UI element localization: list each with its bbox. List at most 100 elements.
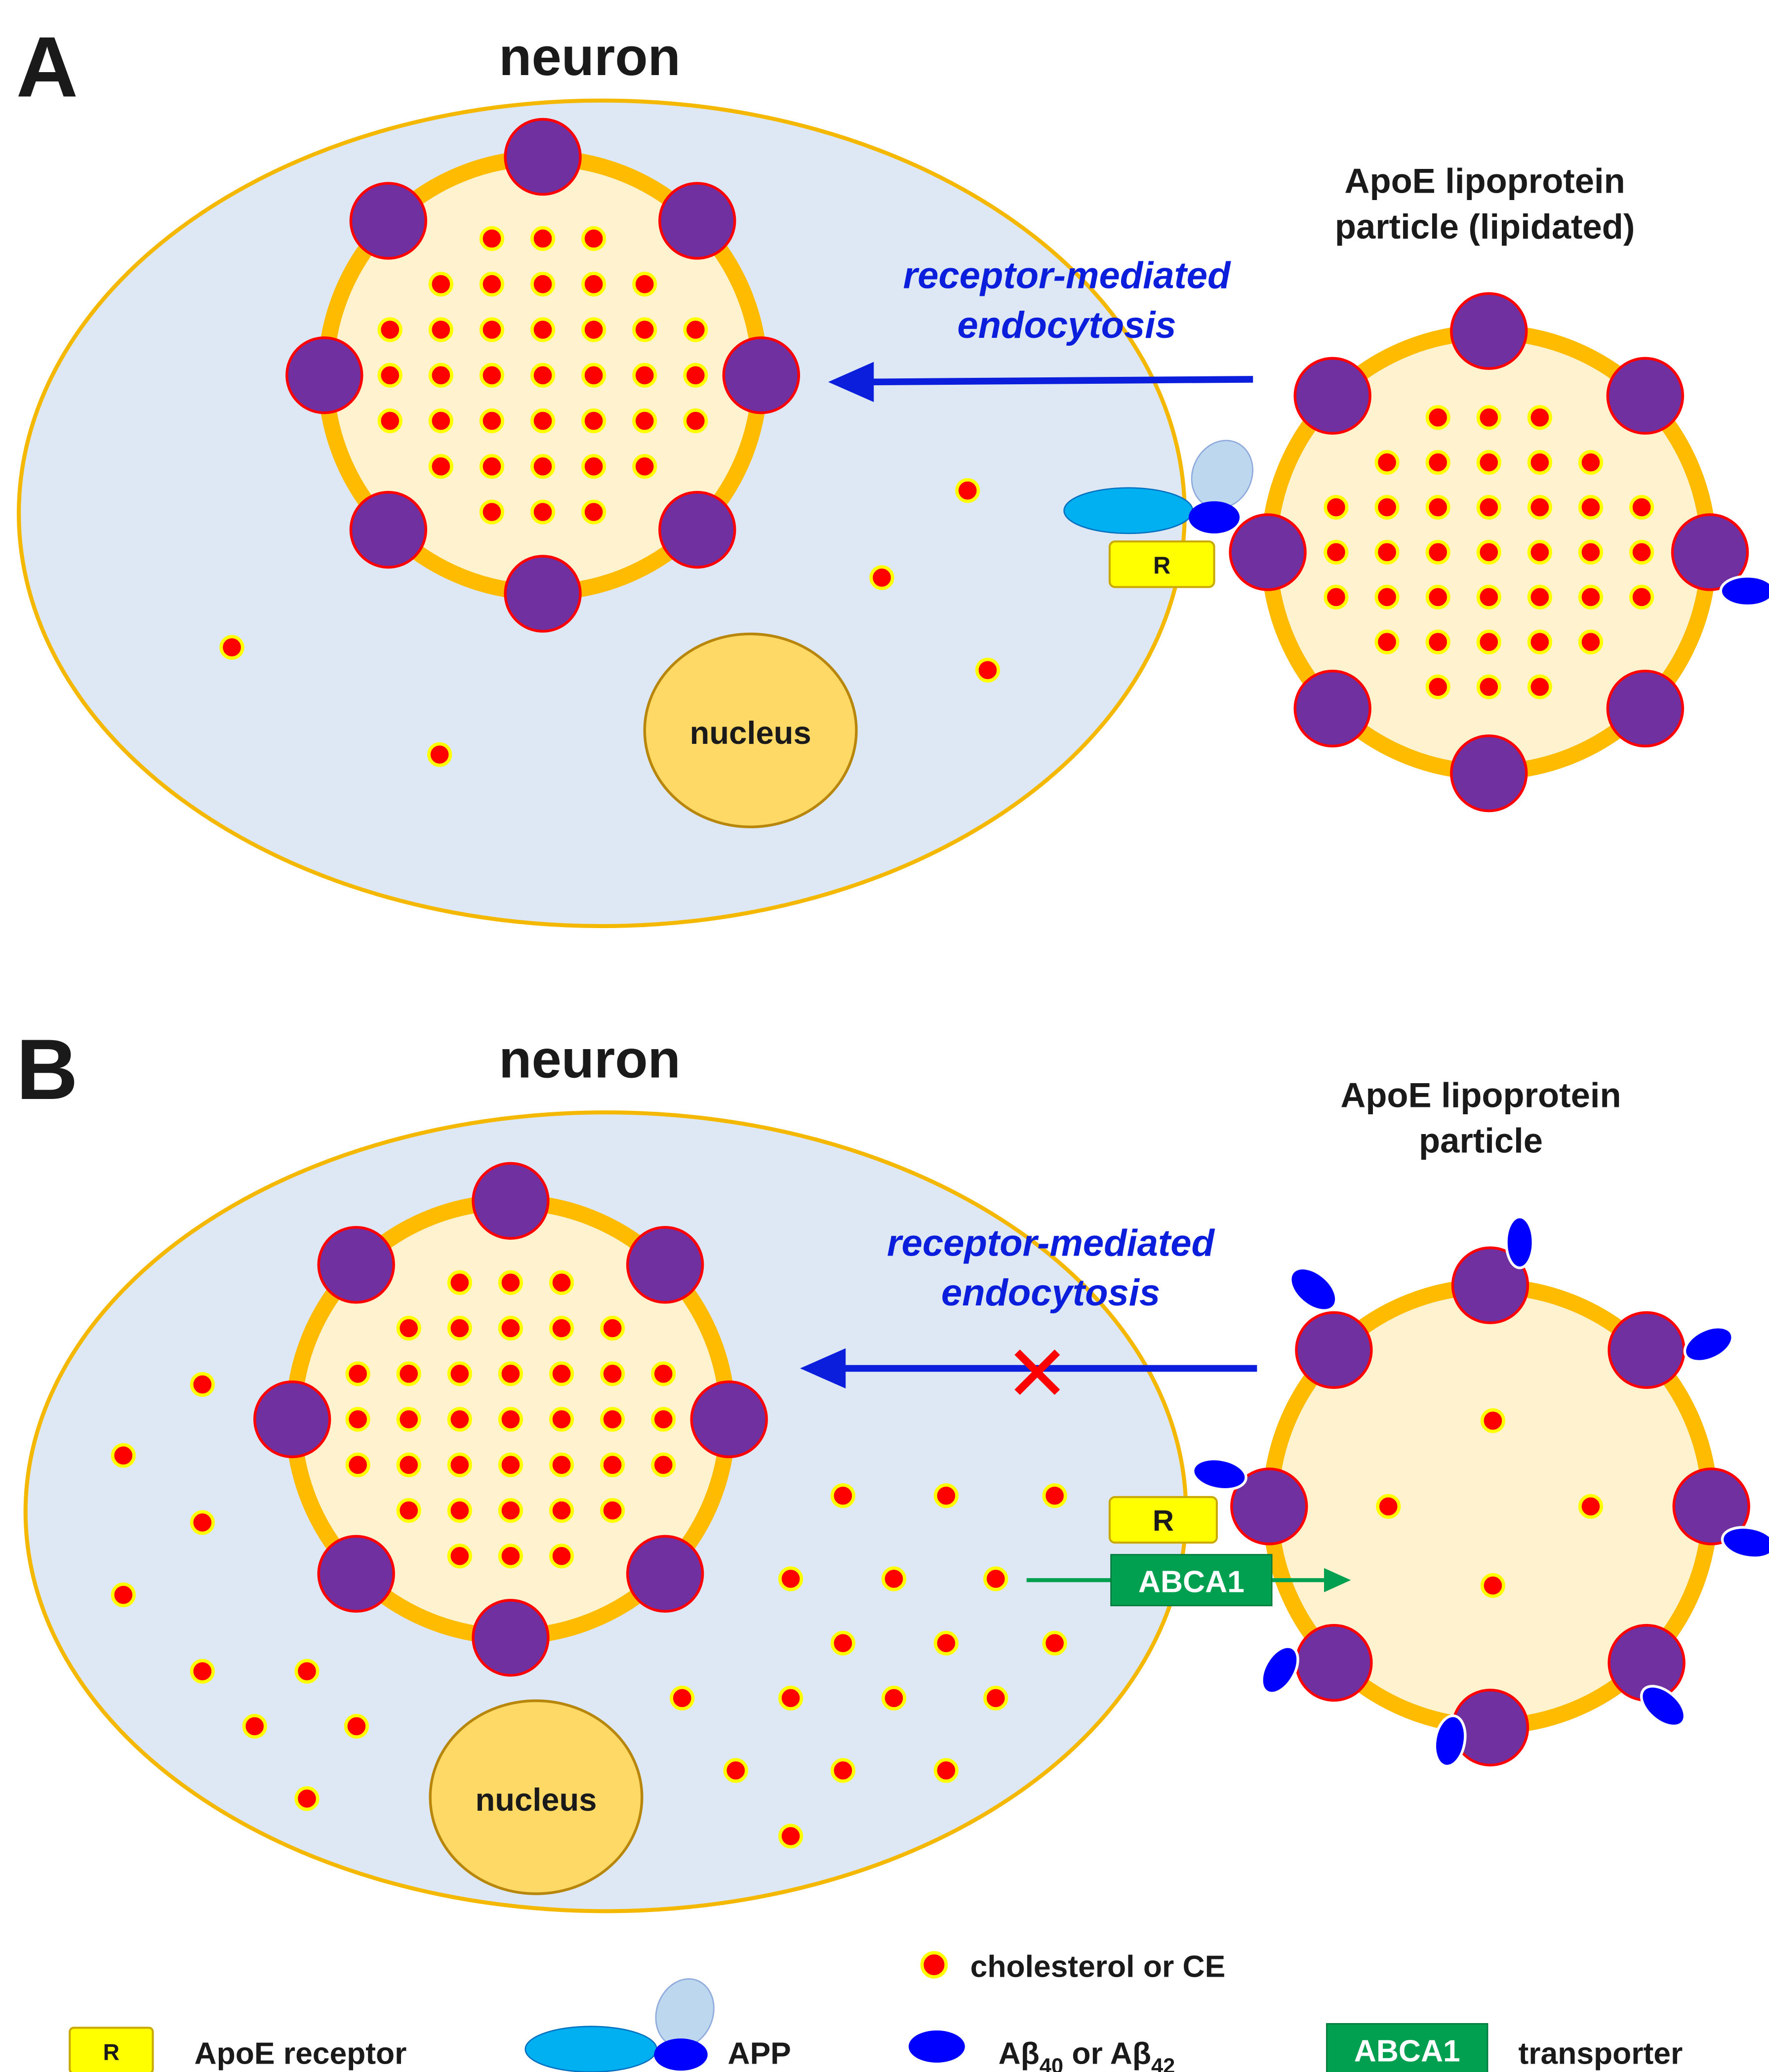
cholesterol-dot xyxy=(549,1270,574,1295)
panel-b-label: B xyxy=(16,1021,78,1117)
cholesterol-dot xyxy=(581,317,606,342)
apoe-protein xyxy=(722,336,801,414)
apoe-protein xyxy=(504,555,582,633)
cholesterol-dot xyxy=(447,1544,472,1569)
panel-b-endocytosis-arrow xyxy=(800,1348,1257,1389)
panel-a-external-particle xyxy=(1229,292,1769,813)
cholesterol-dot xyxy=(479,499,505,525)
panel-a-endocytosis-arrow xyxy=(828,362,1253,403)
cholesterol-dot xyxy=(396,1407,421,1432)
legend-abca1-chip-label: ABCA1 xyxy=(1354,2034,1460,2068)
cholesterol-dot xyxy=(345,1407,370,1432)
legend-cholesterol-dot xyxy=(920,1951,948,1979)
panel-a-receptor: R xyxy=(1108,540,1215,588)
panel-a-nucleus-label: nucleus xyxy=(690,715,811,751)
cholesterol-dot xyxy=(530,317,556,342)
panel-a-process-line2: endocytosis xyxy=(957,304,1176,346)
cholesterol-dot xyxy=(683,408,708,434)
cholesterol-dot xyxy=(1476,629,1501,654)
cholesterol-dot xyxy=(651,1452,676,1477)
abeta-peptide xyxy=(1505,1216,1535,1269)
cholesterol-dot xyxy=(975,657,1001,683)
cholesterol-dot xyxy=(1324,494,1349,520)
cholesterol-dot xyxy=(447,1270,472,1295)
cholesterol-dot xyxy=(1480,1408,1506,1433)
legend-receptor-label: ApoE receptor xyxy=(195,2037,407,2071)
cholesterol-dot xyxy=(377,408,402,434)
apoe-protein xyxy=(1671,513,1749,591)
apoe-protein xyxy=(472,1599,550,1677)
cholesterol-dot xyxy=(581,272,606,297)
cholesterol-dot xyxy=(1629,494,1654,520)
panel-a-free-cholesterol xyxy=(219,478,1001,767)
apoe-protein xyxy=(1293,669,1371,748)
legend-receptor-chip xyxy=(69,2027,154,2072)
cholesterol-dot xyxy=(294,1659,320,1684)
cholesterol-dot xyxy=(881,1685,907,1711)
cholesterol-dot xyxy=(581,454,606,479)
apoe-protein xyxy=(1606,357,1685,435)
cholesterol-dot xyxy=(581,499,606,525)
apoe-protein xyxy=(626,1535,704,1613)
cholesterol-dot xyxy=(670,1685,695,1711)
apoe-protein xyxy=(317,1535,395,1613)
panel-b-abca1-transporter: ABCA1 xyxy=(1026,1554,1351,1607)
cholesterol-dot xyxy=(600,1407,625,1432)
apoe-protein xyxy=(472,1162,550,1240)
cholesterol-dot xyxy=(396,1452,421,1477)
legend: cholesterol or CE R ApoE receptor APP Aβ… xyxy=(69,1950,1683,2072)
cholesterol-dot xyxy=(479,226,505,251)
legend-app-label: APP xyxy=(728,2037,791,2071)
cholesterol-dot xyxy=(1376,1494,1401,1519)
cholesterol-dot xyxy=(1527,584,1552,609)
cholesterol-dot xyxy=(1480,1573,1506,1598)
cholesterol-dot xyxy=(479,272,505,297)
panel-a-nucleus xyxy=(643,632,858,828)
cholesterol-dot xyxy=(242,1713,267,1739)
panel-a-label: A xyxy=(16,19,78,115)
cholesterol-dot xyxy=(549,1407,574,1432)
panel-a-abeta xyxy=(1719,575,1769,608)
legend-app-icon xyxy=(524,1978,715,2072)
cholesterol-dot xyxy=(1374,494,1400,520)
cholesterol-dot xyxy=(1374,539,1400,565)
panel-b-neuron-title: neuron xyxy=(499,1029,681,1089)
apoe-protein xyxy=(658,490,736,569)
cholesterol-dot xyxy=(581,363,606,388)
panel-b-particle-title-1: ApoE lipoprotein xyxy=(1340,1075,1621,1114)
cholesterol-dot xyxy=(344,1713,369,1739)
apoe-protein xyxy=(1606,669,1685,748)
cholesterol-dot xyxy=(498,1498,523,1523)
panel-b-nucleus xyxy=(429,1699,643,1895)
cholesterol-dot xyxy=(549,1361,574,1386)
cholesterol-dot xyxy=(428,408,453,434)
cholesterol-dot xyxy=(1527,450,1552,475)
cholesterol-dot xyxy=(1425,494,1450,520)
cholesterol-dot xyxy=(933,1483,959,1508)
cholesterol-dot xyxy=(498,1361,523,1386)
cholesterol-dot xyxy=(1527,494,1552,520)
legend-cholesterol-label: cholesterol or CE xyxy=(970,1950,1226,1984)
panel-a-internal-particle xyxy=(285,118,801,633)
cholesterol-dot xyxy=(549,1498,574,1523)
cholesterol-dot xyxy=(1476,405,1501,430)
cholesterol-dot xyxy=(869,565,894,590)
cholesterol-dot xyxy=(1042,1630,1067,1656)
cholesterol-dot xyxy=(1425,539,1450,565)
cholesterol-dot xyxy=(479,363,505,388)
cholesterol-dot xyxy=(396,1361,421,1386)
panel-b-particle-title-2: particle xyxy=(1419,1121,1543,1160)
panel-b-abca1-label: ABCA1 xyxy=(1138,1565,1245,1599)
cholesterol-dot xyxy=(428,454,453,479)
cholesterol-dot xyxy=(1042,1483,1067,1508)
cholesterol-dot xyxy=(683,363,708,388)
abeta-peptide xyxy=(1289,1266,1338,1312)
cholesterol-dot xyxy=(600,1452,625,1477)
cholesterol-dot xyxy=(1476,494,1501,520)
apoe-protein xyxy=(1451,1246,1529,1324)
cholesterol-dot xyxy=(479,454,505,479)
cholesterol-dot xyxy=(345,1452,370,1477)
cholesterol-dot xyxy=(190,1372,215,1397)
cholesterol-dot xyxy=(632,272,657,297)
